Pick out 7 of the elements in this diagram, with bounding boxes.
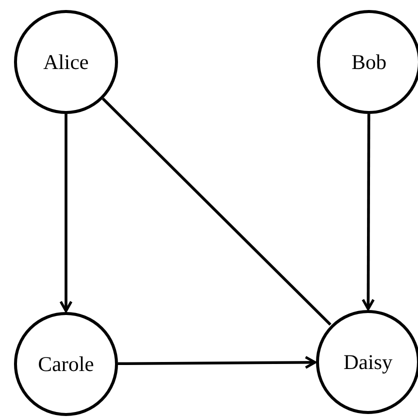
node-label: Daisy xyxy=(344,350,392,374)
arrow xyxy=(118,356,316,369)
node-label: Carole xyxy=(38,352,94,376)
node-label: Alice xyxy=(43,50,89,74)
arrow xyxy=(59,114,73,312)
arrow xyxy=(362,114,375,310)
node-label: Bob xyxy=(351,50,386,74)
